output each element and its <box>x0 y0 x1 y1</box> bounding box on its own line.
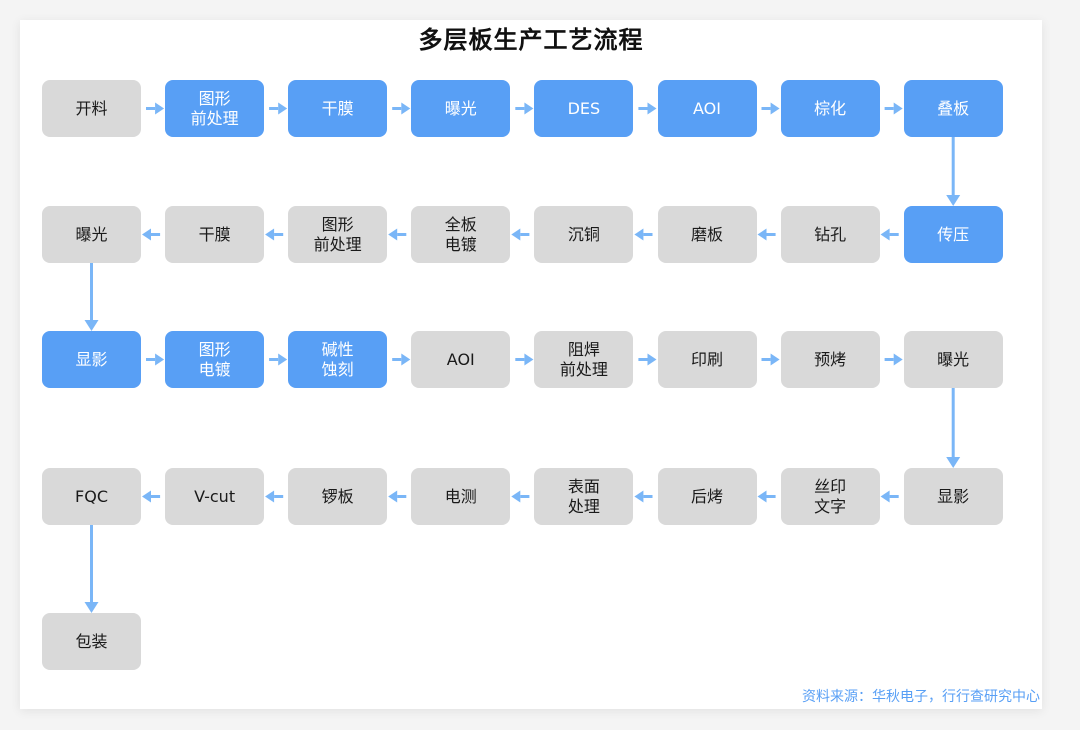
flow-step: 后烤 <box>657 468 757 525</box>
flow-step: 全板 电镀 <box>411 206 511 263</box>
flow-step: AOI <box>657 80 757 137</box>
flow-step: 显影 <box>42 331 141 388</box>
flow-step: 印刷 <box>657 331 757 388</box>
flow-step: 显影 <box>903 468 1003 525</box>
flow-step: 钻孔 <box>780 206 880 263</box>
flow-step: 开料 <box>42 80 141 137</box>
flow-step: 沉铜 <box>534 206 634 263</box>
flow-step: 图形 前处理 <box>288 206 388 263</box>
flow-step: 棕化 <box>780 80 880 137</box>
diagram-title: 多层板生产工艺流程 <box>418 26 644 54</box>
source-note: 资料来源：华秋电子，行行查研究中心 <box>802 689 1040 705</box>
flow-step: 锣板 <box>288 468 388 525</box>
flow-step: 丝印 文字 <box>780 468 880 525</box>
flow-step: 表面 处理 <box>534 468 634 525</box>
flow-step: 包装 <box>42 613 141 670</box>
flow-step: 曝光 <box>903 331 1003 388</box>
flow-step: 图形 前处理 <box>165 80 265 137</box>
flow-step: 传压 <box>903 206 1003 263</box>
flow-step: FQC <box>42 468 141 525</box>
flow-step: 干膜 <box>288 80 388 137</box>
flow-step: 磨板 <box>657 206 757 263</box>
flow-step: 阻焊 前处理 <box>534 331 634 388</box>
flow-step: 预烤 <box>780 331 880 388</box>
flow-step: 曝光 <box>42 206 141 263</box>
flow-step: 干膜 <box>165 206 265 263</box>
flow-step: 碱性 蚀刻 <box>288 331 388 388</box>
flow-step: 图形 电镀 <box>165 331 265 388</box>
flow-step: AOI <box>411 331 511 388</box>
flow-step: 电测 <box>411 468 511 525</box>
flow-step: 叠板 <box>903 80 1003 137</box>
flow-step: 曝光 <box>411 80 511 137</box>
flow-step: DES <box>534 80 634 137</box>
flow-step: V-cut <box>165 468 265 525</box>
